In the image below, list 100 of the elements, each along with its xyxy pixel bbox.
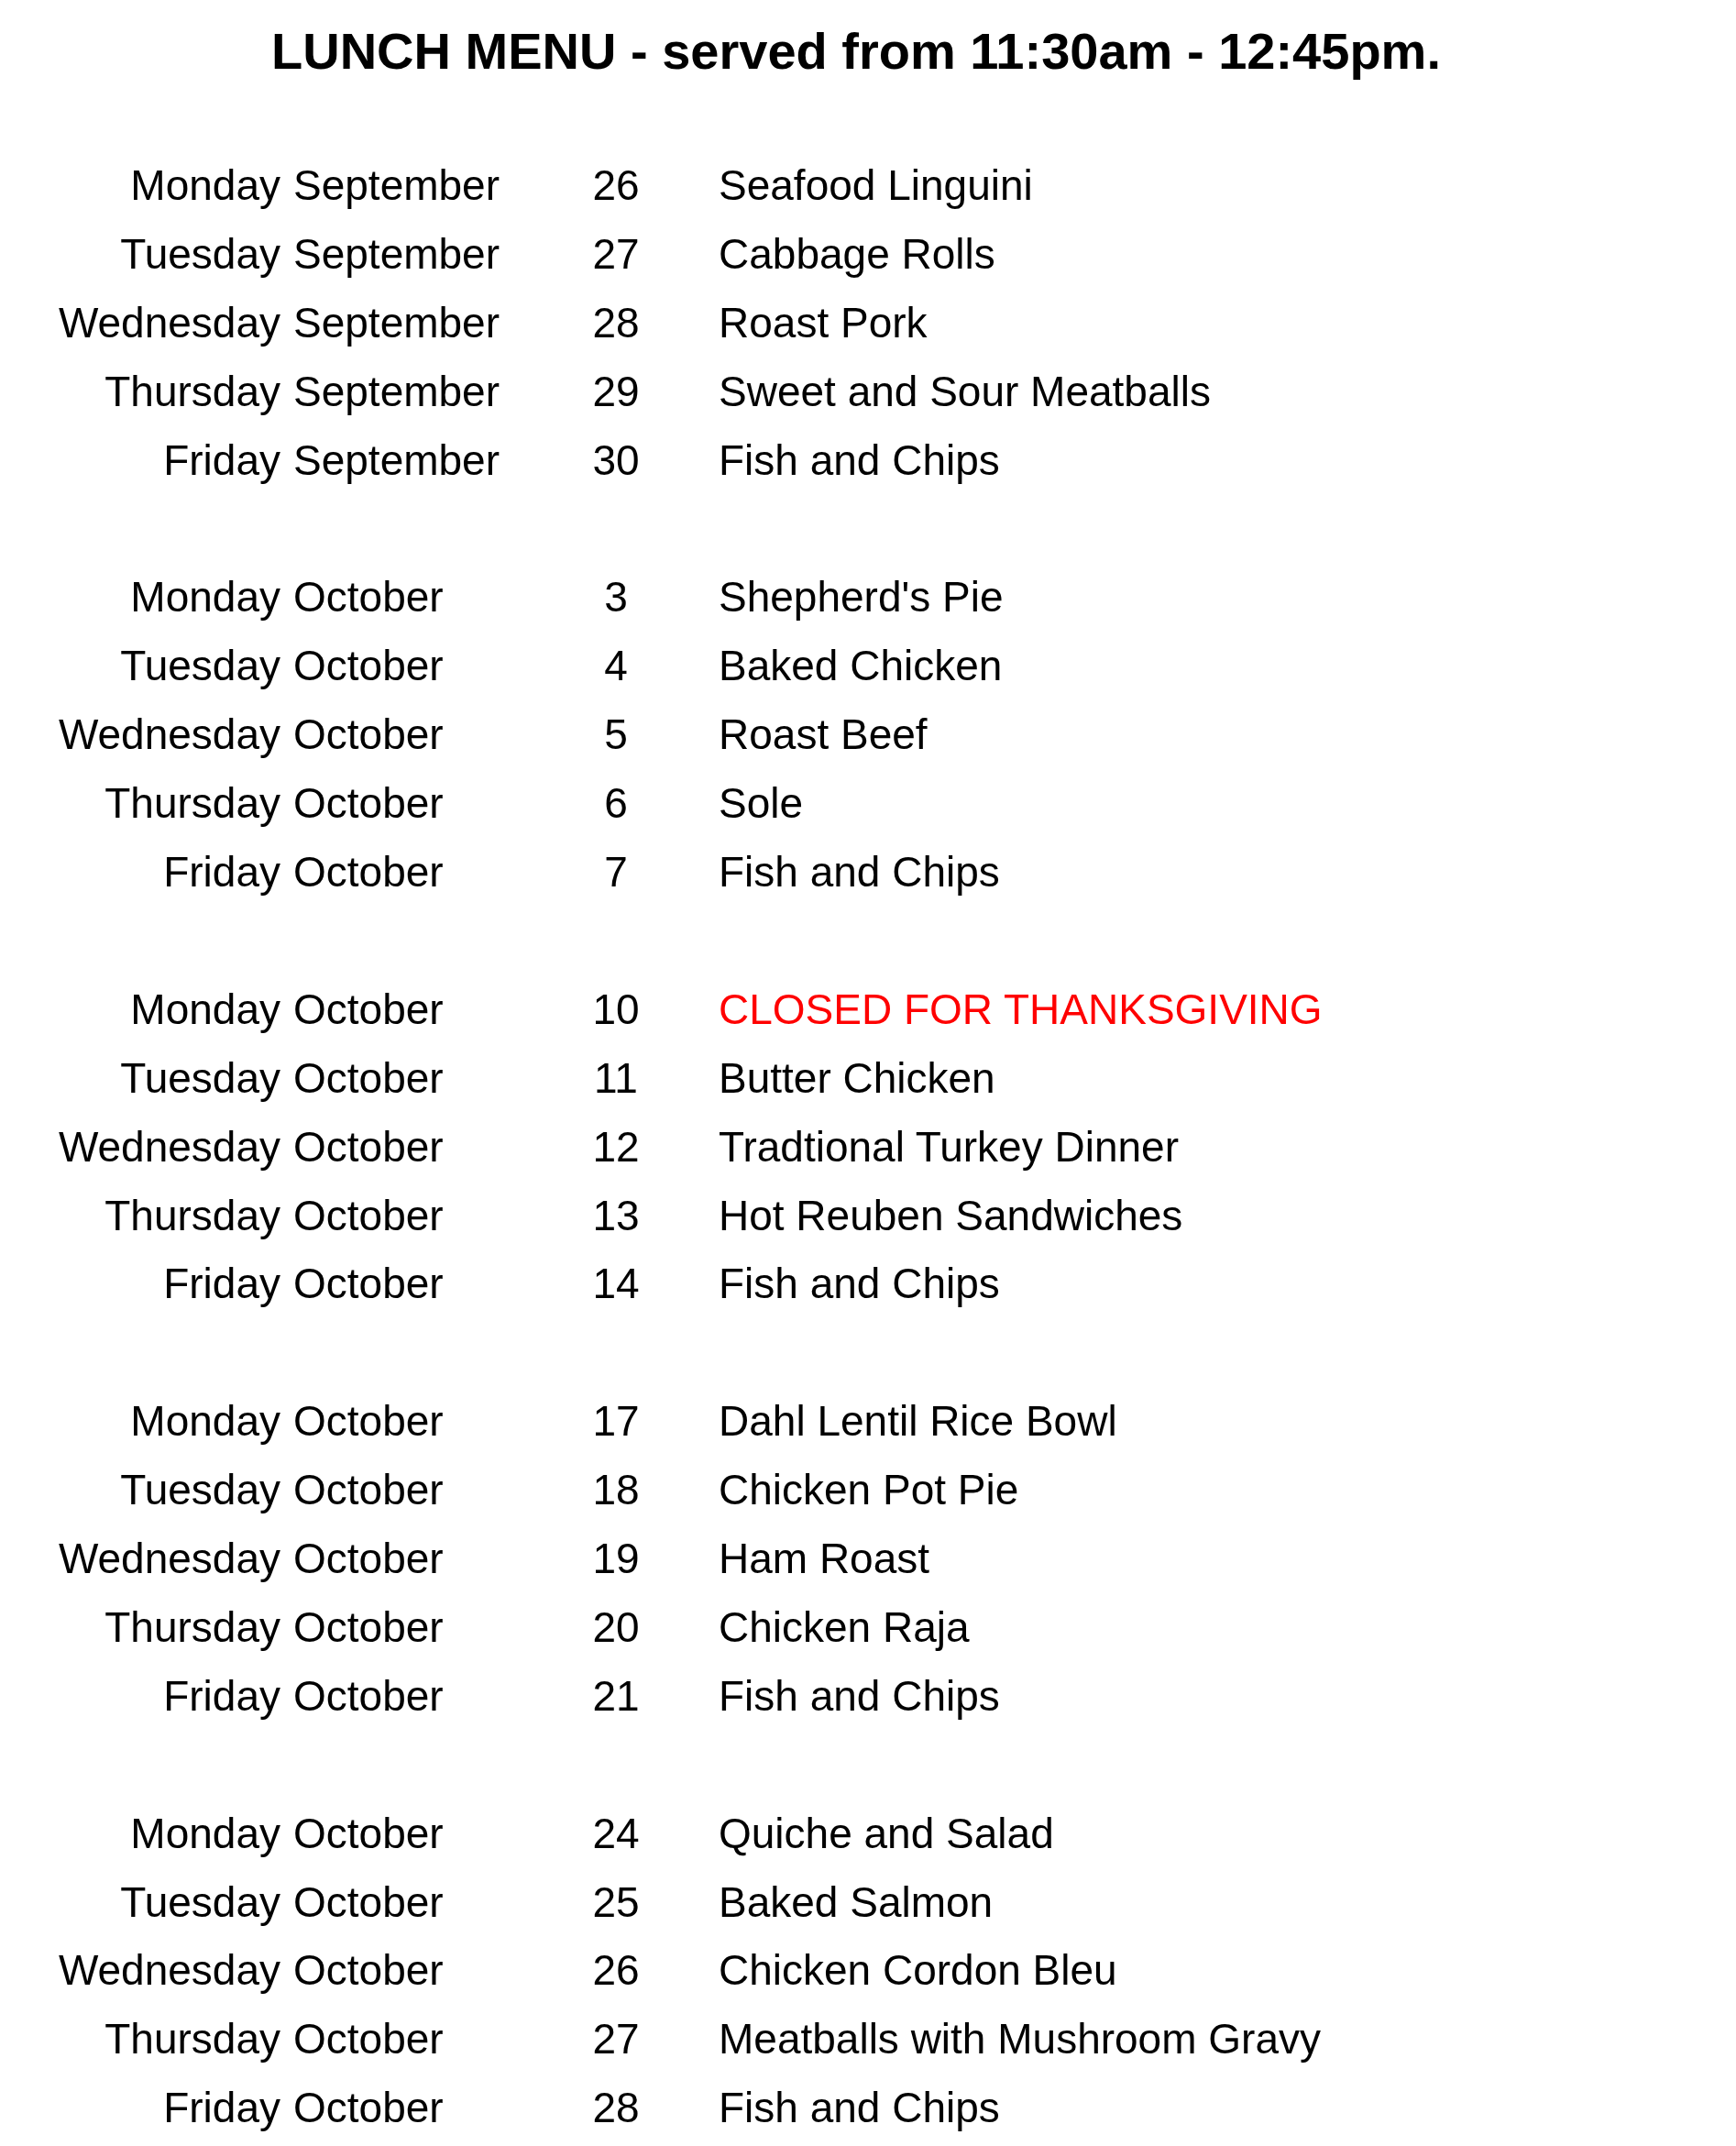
dish-name: Fish and Chips — [719, 847, 1000, 897]
date-number: 17 — [591, 1396, 641, 1447]
weekday-label: Tuesday — [120, 641, 280, 692]
weekday-label: Wednesday — [58, 1121, 280, 1172]
month-label: October — [293, 710, 444, 761]
month-label: October — [293, 847, 444, 897]
weekday-label: Thursday — [104, 2014, 280, 2065]
weekday-label: Friday — [163, 435, 280, 486]
month-label: October — [293, 778, 444, 830]
weekday-label: Wednesday — [58, 1945, 280, 1997]
date-number: 7 — [603, 847, 629, 897]
weekday-label: Friday — [163, 2083, 280, 2134]
month-label: October — [293, 984, 444, 1035]
month-label: October — [293, 1601, 444, 1653]
weekday-label: Wednesday — [58, 297, 280, 348]
date-number: 27 — [591, 228, 641, 280]
weekday-label: Tuesday — [120, 228, 280, 280]
date-number: 26 — [591, 1945, 641, 1997]
date-number: 13 — [591, 1190, 641, 1241]
dish-name: Ham Roast — [719, 1534, 930, 1584]
weekday-label: Tuesday — [120, 1052, 280, 1104]
month-label: October — [293, 1534, 444, 1584]
month-label: October — [293, 1259, 444, 1310]
weekday-label: Monday — [130, 1396, 280, 1447]
weekday-label: Thursday — [104, 366, 280, 417]
weekday-label: Tuesday — [120, 1465, 280, 1516]
weekday-label: Wednesday — [58, 1534, 280, 1584]
date-number: 30 — [591, 435, 641, 486]
month-label: September — [293, 297, 500, 348]
month-label: October — [293, 1121, 444, 1172]
date-number: 11 — [593, 1052, 639, 1104]
weekday-label: Friday — [163, 1670, 280, 1722]
weekday-label: Thursday — [104, 1190, 280, 1241]
dish-name: Shepherd's Pie — [719, 572, 1004, 623]
weekday-label: Tuesday — [120, 1876, 280, 1928]
dish-name: Fish and Chips — [719, 2083, 1000, 2134]
date-number: 28 — [591, 2083, 641, 2134]
dish-name: Roast Beef — [719, 710, 928, 761]
dish-name: Fish and Chips — [719, 1670, 1000, 1722]
weekday-label: Monday — [130, 572, 280, 623]
weekday-label: Friday — [163, 1259, 280, 1310]
month-label: October — [293, 641, 444, 692]
month-label: October — [293, 2014, 444, 2065]
dish-name: Seafood Linguini — [719, 160, 1033, 211]
dish-name: Hot Reuben Sandwiches — [719, 1190, 1183, 1241]
weekday-label: Monday — [130, 984, 280, 1035]
date-number: 6 — [603, 778, 629, 830]
month-label: October — [293, 1052, 444, 1104]
date-number: 20 — [591, 1601, 641, 1653]
dish-name: Sweet and Sour Meatballs — [719, 366, 1211, 417]
dish-name: Sole — [719, 778, 804, 830]
dish-name: Fish and Chips — [719, 435, 1000, 486]
dish-name: Fish and Chips — [719, 1259, 1000, 1310]
month-label: October — [293, 572, 444, 623]
dish-name: CLOSED FOR THANKSGIVING — [719, 984, 1323, 1035]
dish-name: Tradtional Turkey Dinner — [719, 1121, 1179, 1172]
month-label: September — [293, 435, 500, 486]
month-label: October — [293, 1190, 444, 1241]
date-number: 19 — [591, 1534, 641, 1584]
dish-name: Chicken Cordon Bleu — [719, 1945, 1117, 1997]
month-label: September — [293, 366, 500, 417]
date-number: 26 — [591, 160, 641, 211]
date-number: 28 — [591, 297, 641, 348]
dish-name: Chicken Pot Pie — [719, 1465, 1019, 1516]
weekday-label: Monday — [130, 160, 280, 211]
date-number: 3 — [603, 572, 629, 623]
dish-name: Butter Chicken — [719, 1052, 995, 1104]
month-label: October — [293, 1670, 444, 1722]
weekday-label: Wednesday — [58, 710, 280, 761]
month-label: October — [293, 1465, 444, 1516]
dish-name: Baked Salmon — [719, 1876, 994, 1928]
month-label: October — [293, 1876, 444, 1928]
dish-name: Baked Chicken — [719, 641, 1003, 692]
dish-name: Meatballs with Mushroom Gravy — [719, 2014, 1321, 2065]
date-number: 14 — [591, 1259, 641, 1310]
date-number: 29 — [591, 366, 641, 417]
date-number: 5 — [603, 710, 629, 761]
date-number: 25 — [591, 1876, 641, 1928]
dish-name: Quiche and Salad — [719, 1808, 1054, 1859]
dish-name: Dahl Lentil Rice Bowl — [719, 1396, 1117, 1447]
month-label: October — [293, 1945, 444, 1997]
month-label: October — [293, 2083, 444, 2134]
month-label: October — [293, 1396, 444, 1447]
date-number: 10 — [591, 984, 641, 1035]
weekday-label: Thursday — [104, 778, 280, 830]
dish-name: Chicken Raja — [719, 1601, 970, 1653]
menu-title: LUNCH MENU - served from 11:30am - 12:45pm. — [271, 21, 1441, 82]
month-label: September — [293, 160, 500, 211]
weekday-label: Thursday — [104, 1601, 280, 1653]
date-number: 12 — [591, 1121, 641, 1172]
date-number: 27 — [591, 2014, 641, 2065]
month-label: October — [293, 1808, 444, 1859]
date-number: 18 — [591, 1465, 641, 1516]
weekday-label: Friday — [163, 847, 280, 897]
date-number: 21 — [591, 1670, 641, 1722]
date-number: 4 — [603, 641, 629, 692]
date-number: 24 — [591, 1808, 641, 1859]
dish-name: Roast Pork — [719, 297, 928, 348]
dish-name: Cabbage Rolls — [719, 228, 995, 280]
weekday-label: Monday — [130, 1808, 280, 1859]
